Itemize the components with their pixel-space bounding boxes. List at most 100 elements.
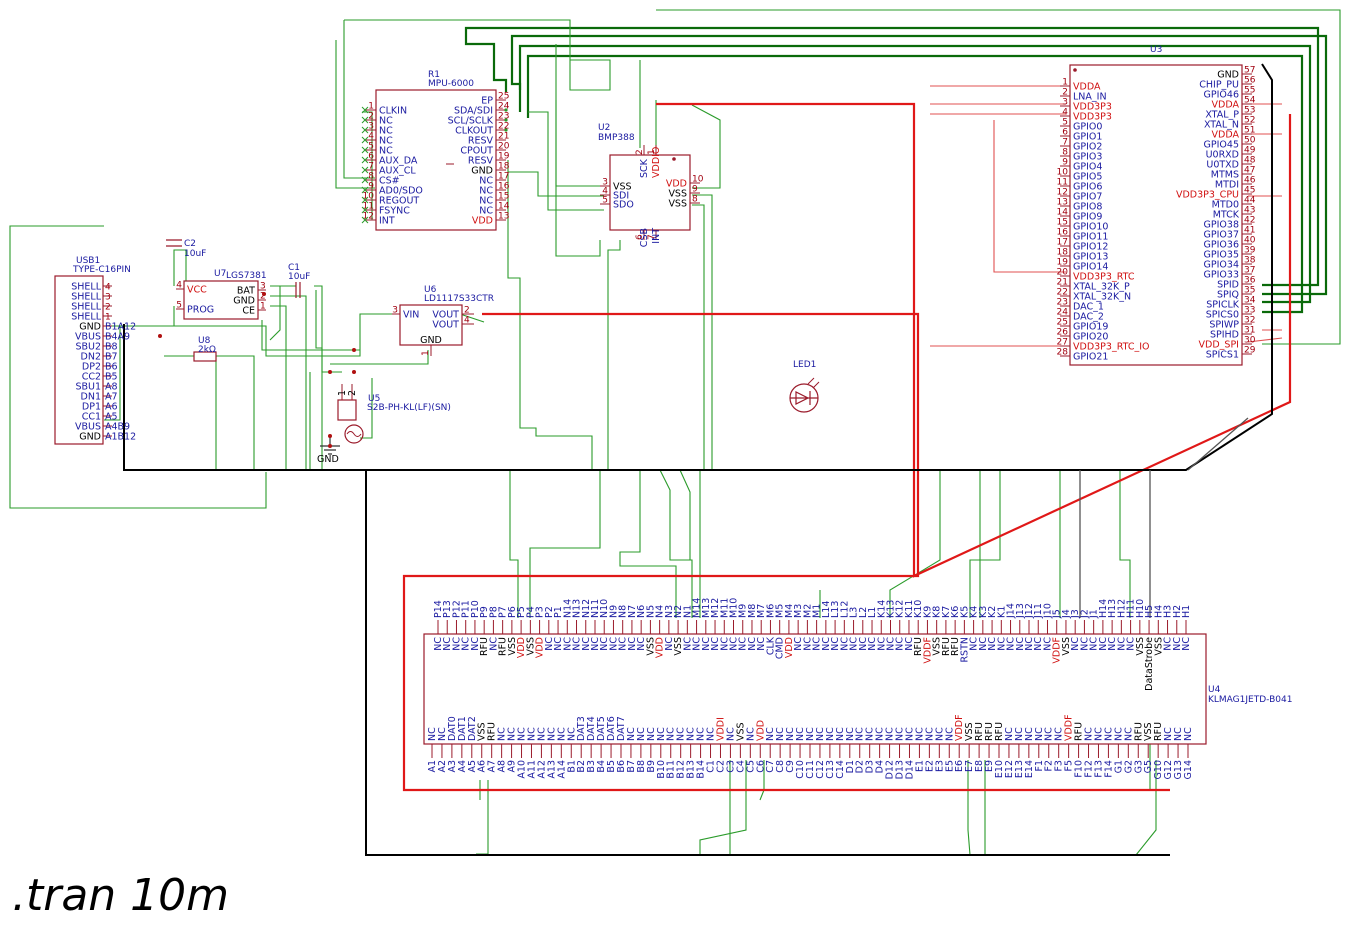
u4-pin-label: NC	[775, 727, 786, 741]
u4-pin-label: NC	[812, 637, 823, 651]
u4-pin-number: M2	[802, 604, 813, 618]
u3-pin-number: 54	[1244, 96, 1256, 106]
u3-pin-label: GPIO6	[1073, 182, 1102, 193]
u4-pin-label: NC	[488, 637, 499, 651]
u4-pin-label: NC	[618, 637, 629, 651]
led-diode-icon	[790, 391, 818, 405]
u5-value: S2B-PH-KL(LF)(SN)	[367, 403, 451, 413]
u4-pin-label: NC	[944, 727, 955, 741]
u4-pin-label: NC	[865, 727, 876, 741]
usb1-pin-number: B6	[105, 362, 118, 373]
u3-pin-label: SPID	[1217, 280, 1239, 291]
r1-pin-number: 12	[363, 212, 374, 222]
no-connect-icon	[361, 126, 369, 134]
usb1-pin-label: GND	[79, 432, 101, 443]
u3-pin-number: 6	[1062, 128, 1068, 138]
u4-pin-label: NC	[855, 727, 866, 741]
u3-pin-label: LNA_IN	[1073, 92, 1107, 103]
junction-dot	[328, 434, 332, 438]
r1-ref: R1	[428, 70, 440, 80]
u4-pin-label: NC	[470, 637, 481, 651]
led-emission-icon	[807, 377, 820, 389]
junction-dot	[262, 292, 266, 296]
u4-pin-label: NC	[1024, 727, 1035, 741]
u4-pin-label: NC	[461, 637, 472, 651]
u4-pin-label: NC	[536, 727, 547, 741]
u4-pin-number: K6	[950, 606, 961, 618]
u4-pin-number: C13	[825, 760, 836, 779]
u4-pin-label: VDD	[535, 637, 546, 658]
u4-pin-number: A6	[477, 760, 488, 773]
r1-pin-label: NC	[379, 116, 393, 127]
u4-pin-label: NC	[978, 637, 989, 651]
u4-pin-number: F12	[1084, 760, 1095, 778]
u3-pin-label: DAC_1	[1073, 302, 1104, 313]
usb1-pin-number: B1A12	[105, 322, 136, 333]
r1-pin-number: 3	[368, 122, 374, 132]
u3-pin-number: 27	[1057, 338, 1068, 348]
u4-pin-number: H11	[1126, 599, 1137, 618]
u3-pin-label: U0TXD	[1206, 160, 1239, 171]
u4-pin-label: NC	[745, 727, 756, 741]
u3-pin-number: 25	[1057, 318, 1068, 328]
r1-pin-label: CS#	[379, 176, 400, 187]
u4-pin-number: N7	[627, 605, 638, 618]
u4-pin-number: P6	[507, 606, 518, 618]
u4-pin-label: NC	[802, 637, 813, 651]
u4-pin-number: C6	[755, 760, 766, 773]
r1-pin-label: CPOUT	[460, 146, 493, 157]
u4-pin-number: G14	[1183, 760, 1194, 779]
u4-pin-number: J5	[1052, 609, 1063, 619]
r1-pin-label: AD0/SDO	[379, 186, 423, 197]
u4-pin-label: NC	[858, 637, 869, 651]
u4-pin-number: D12	[885, 760, 896, 779]
u4-pin-label: NC	[433, 637, 444, 651]
junction-dot	[352, 348, 356, 352]
u4-pin-label: NC	[1079, 637, 1090, 651]
no-connect-icon	[361, 206, 369, 214]
u4-pin-label: NC	[1042, 637, 1053, 651]
u2-pin-number: 2	[635, 149, 645, 155]
u6-pin-label: VIN	[403, 310, 419, 321]
u4-pin-number: M11	[719, 598, 730, 618]
junction-dot	[158, 334, 162, 338]
u3-pin-label: XTAL_P	[1205, 110, 1239, 121]
r1-pin-number: 9	[368, 182, 374, 192]
u4-pin-label: NC	[553, 637, 564, 651]
usb1-pin-number: B4A9	[105, 332, 130, 343]
u3-pin-number: 34	[1244, 296, 1256, 306]
u4-pin-number: K7	[941, 606, 952, 618]
u3-pin-number: 12	[1057, 188, 1068, 198]
u4-pin-number: A10	[517, 760, 528, 779]
usb1-pin-label: SBU1	[75, 382, 101, 393]
u4-pin-label: NC	[1126, 637, 1137, 651]
u4-pin-number: A2	[437, 760, 448, 773]
u4-pin-number: M12	[710, 598, 721, 618]
r1-pin-number: 25	[498, 92, 509, 102]
usb1-pin-number: 1	[105, 313, 111, 323]
u2-pin-label: VDD	[666, 179, 687, 190]
u7-pin-label: BAT	[237, 286, 255, 297]
r1-pin-label: NC	[479, 176, 493, 187]
u4-pin-label: RSTN	[959, 637, 970, 663]
u4-pin-label: NC	[904, 637, 915, 651]
u4-pin-number: N3	[664, 605, 675, 618]
usb1-pin-number: A6	[105, 402, 118, 413]
u4-pin-number: K5	[959, 606, 970, 618]
u4-pin-number: C7	[765, 760, 776, 773]
u4-pin-number: G13	[1173, 760, 1184, 779]
u4-pin-label: NC	[686, 727, 697, 741]
u4-pin-number: N5	[645, 605, 656, 618]
u4-pin-number: E12	[1004, 760, 1015, 778]
u4-pin-number: B8	[636, 760, 647, 773]
tran-directive: .tran 10m	[12, 870, 230, 921]
u3-pin-label: GPIO36	[1204, 240, 1239, 251]
u4-pin-label: NC	[692, 637, 703, 651]
u3-pin-label: SPICS1	[1206, 350, 1239, 361]
u3-body	[1069, 64, 1243, 366]
u4-pin-number: B12	[676, 760, 687, 779]
u3-pin-number: 40	[1244, 236, 1256, 246]
u3-pin-label: GPIO7	[1073, 192, 1102, 203]
u4-pin-label: VDD	[784, 637, 795, 658]
u4-pin-label: RFU	[1133, 722, 1144, 741]
